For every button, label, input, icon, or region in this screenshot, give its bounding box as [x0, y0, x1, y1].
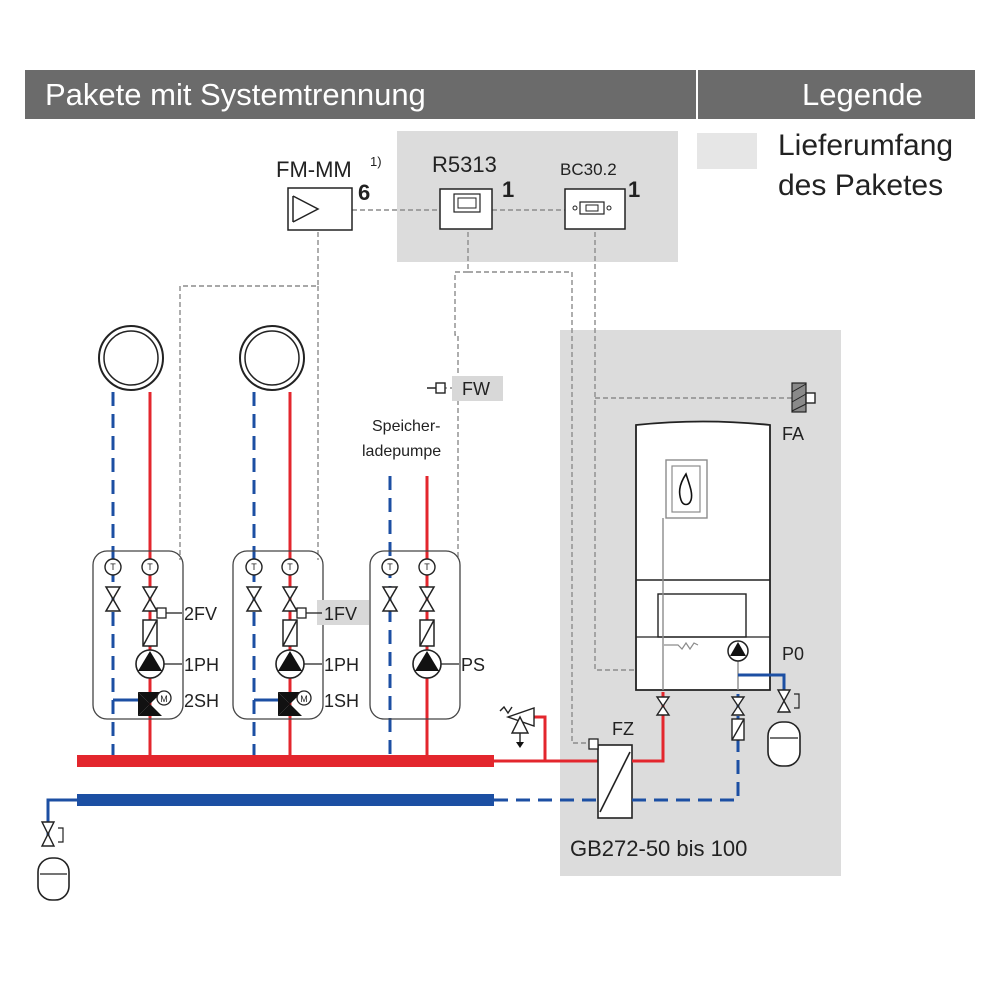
boiler-pump-label: P0	[782, 644, 804, 664]
expansion-valve-left	[40, 821, 56, 847]
storage-pump-title-2: ladepumpe	[362, 443, 441, 460]
boiler-valve-return	[730, 696, 746, 716]
supply-header	[77, 755, 494, 767]
bc30-count: 1	[628, 177, 640, 202]
r5313-count: 1	[502, 177, 514, 202]
legend-line-1: Lieferumfang	[778, 129, 953, 162]
circulation-pumps	[135, 649, 442, 679]
return-header	[77, 794, 494, 806]
circuit-housing-3	[369, 550, 461, 720]
fm-mm-module	[287, 187, 353, 231]
fm-mm-symbol	[292, 195, 320, 223]
circuit-1-mixer-label: 2SH	[184, 691, 219, 711]
svg-text:T: T	[251, 562, 257, 572]
safety-valve	[499, 705, 535, 744]
svg-text:T: T	[147, 562, 153, 572]
header-title: Pakete mit Systemtrennung	[45, 77, 426, 112]
legend-line-2: des Paketes	[778, 169, 943, 202]
storage-pump-title-1: Speicher-	[372, 418, 440, 435]
bc30-label: BC30.2	[560, 160, 617, 179]
boiler-unit	[635, 420, 771, 691]
radiator-1	[98, 325, 164, 391]
circuit-2-mixer-label: 1SH	[324, 691, 359, 711]
boiler-valve-supply	[655, 696, 671, 716]
circuit-2-valve-label: 1FV	[324, 604, 357, 624]
legend-swatch	[697, 133, 757, 169]
fa-sensor-label: FA	[782, 424, 804, 444]
svg-text:M: M	[160, 694, 168, 704]
circuit-2-pump-label: 1PH	[324, 655, 359, 675]
burner-box	[665, 459, 708, 519]
svg-text:T: T	[287, 562, 293, 572]
fv-highlight	[317, 600, 369, 625]
mixing-valves: M M	[138, 690, 312, 716]
svg-text:T: T	[387, 562, 393, 572]
fm-mm-count: 6	[358, 180, 370, 205]
signal-lines	[179, 209, 808, 744]
svg-text:T: T	[110, 562, 116, 572]
fm-mm-label: FM-MM	[276, 157, 352, 182]
fw-sensor-icon	[435, 382, 446, 394]
circuit-1-pump-label: 1PH	[184, 655, 219, 675]
circuit-housing-2	[232, 550, 324, 720]
shutoff-valves	[104, 586, 436, 612]
circuit-housing-1	[92, 550, 184, 720]
flame-icon	[678, 472, 693, 506]
fw-sensor-label: FW	[462, 379, 490, 399]
header-legend-title: Legende	[802, 77, 923, 112]
expansion-vessel-right	[767, 721, 801, 767]
expansion-vessel-left	[37, 857, 70, 901]
circuit-1-valve-label: 2FV	[184, 604, 217, 624]
expansion-valve-right	[776, 689, 792, 713]
circuit-3-pump-label: PS	[461, 655, 485, 675]
fm-mm-footnote: 1)	[370, 154, 382, 169]
header-bar	[25, 70, 975, 119]
svg-text:M: M	[300, 694, 308, 704]
thermometers	[104, 558, 436, 576]
check-valves	[142, 619, 435, 647]
fw-sensor-area	[452, 376, 503, 401]
boiler-model-label: GB272-50 bis 100	[570, 836, 747, 861]
radiator-2	[239, 325, 305, 391]
heat-exchanger-label: FZ	[612, 719, 634, 739]
svg-text:T: T	[424, 562, 430, 572]
r5313-label: R5313	[432, 152, 497, 177]
